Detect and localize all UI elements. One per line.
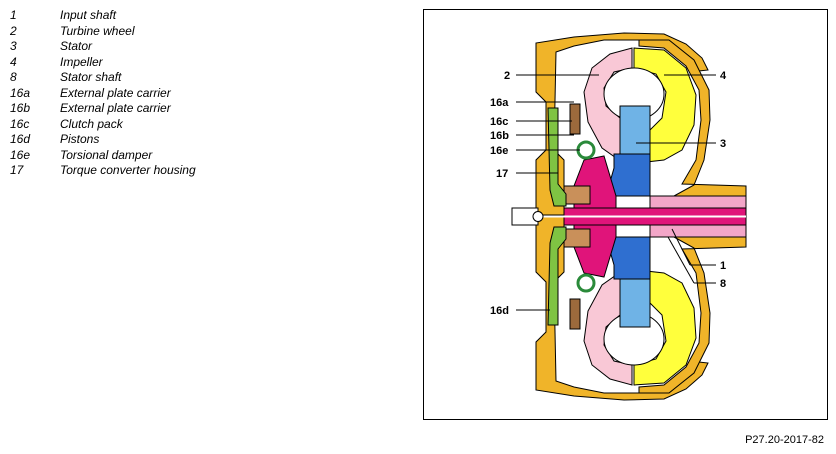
legend-item: 17 Torque converter housing [10,163,196,179]
label-16b: 16b [490,130,509,142]
legend-item: 4 Impeller [10,55,196,71]
legend-item: 3 Stator [10,39,196,55]
legend-text: Impeller [60,54,103,69]
legend-number: 8 [10,70,17,84]
legend-item: 16c Clutch pack [10,117,196,133]
label-16d: 16d [490,305,509,317]
label-1: 1 [720,260,726,272]
clutch-pack-top [569,103,581,135]
label-17: 17 [496,168,508,180]
piston-bottom [547,226,567,326]
label-16e: 16e [490,145,508,157]
label-2: 2 [504,70,510,82]
legend-item: 16e Torsional damper [10,148,196,164]
figure-frame: 2 4 16a 16c 16b 3 16e 17 1 8 16d [423,9,828,420]
legend-text: Pistons [60,132,100,146]
stator-shaft [649,195,747,209]
housing-lobe-top [638,39,747,197]
legend-text: Turbine wheel [60,23,135,38]
torsional-damper-top [576,140,596,160]
legend-item: 2 Turbine wheel [10,24,196,40]
label-16a: 16a [490,97,509,109]
stator-blade-top [619,105,651,155]
legend-list: 1 Input shaft 2 Turbine wheel 3 Stator 4 Imp… [10,8,196,179]
legend-number: 1 [10,8,17,22]
legend-number: 2 [10,23,17,38]
legend-number: 16d [10,132,31,146]
clutch-carrier-top [563,185,591,205]
stator-hub-bottom [609,236,651,280]
legend-text: Stator [60,39,93,53]
impeller-bottom [633,270,697,386]
legend-number: 16b [10,101,31,115]
housing-lobe-bottom [638,236,747,394]
label-4: 4 [720,70,727,82]
legend-text: Torque converter housing [60,163,196,177]
legend-item: 16b External plate carrier [10,101,196,117]
clutch-pack-bottom [569,298,581,330]
legend-number: 16a [10,85,31,100]
legend-item: 16a External plate carrier [10,86,196,102]
figure-reference: P27.20-2017-82 [745,434,824,446]
legend-number: 16c [10,116,30,131]
leader-lines [516,74,716,311]
legend-text: Stator shaft [60,70,122,84]
impeller-top [633,47,697,163]
stator-shaft-lower [649,224,747,238]
label-3: 3 [720,138,726,150]
legend-number: 3 [10,39,17,53]
legend-text: Torsional damper [60,147,153,162]
torsional-damper-bottom [576,273,596,293]
legend-text: Input shaft [60,8,117,22]
legend-text: Clutch pack [60,116,123,131]
label-8: 8 [720,278,726,290]
stator-hub-top [609,153,651,197]
label-16c: 16c [490,116,508,128]
legend-number: 4 [10,54,17,69]
torque-converter-diagram: 2 4 16a 16c 16b 3 16e 17 1 8 16d [490,32,747,401]
legend-item: 8 Stator shaft [10,70,196,86]
legend-number: 16e [10,147,31,162]
legend-item: 1 Input shaft [10,8,196,24]
center-pilot [532,211,544,222]
legend-text: External plate carrier [60,101,171,115]
stator-blade-bottom [619,278,651,328]
legend-item: 16d Pistons [10,132,196,148]
clutch-carrier-bottom [563,228,591,248]
piston-top [547,107,567,207]
legend-text: External plate carrier [60,85,171,100]
legend-number: 17 [10,163,24,177]
